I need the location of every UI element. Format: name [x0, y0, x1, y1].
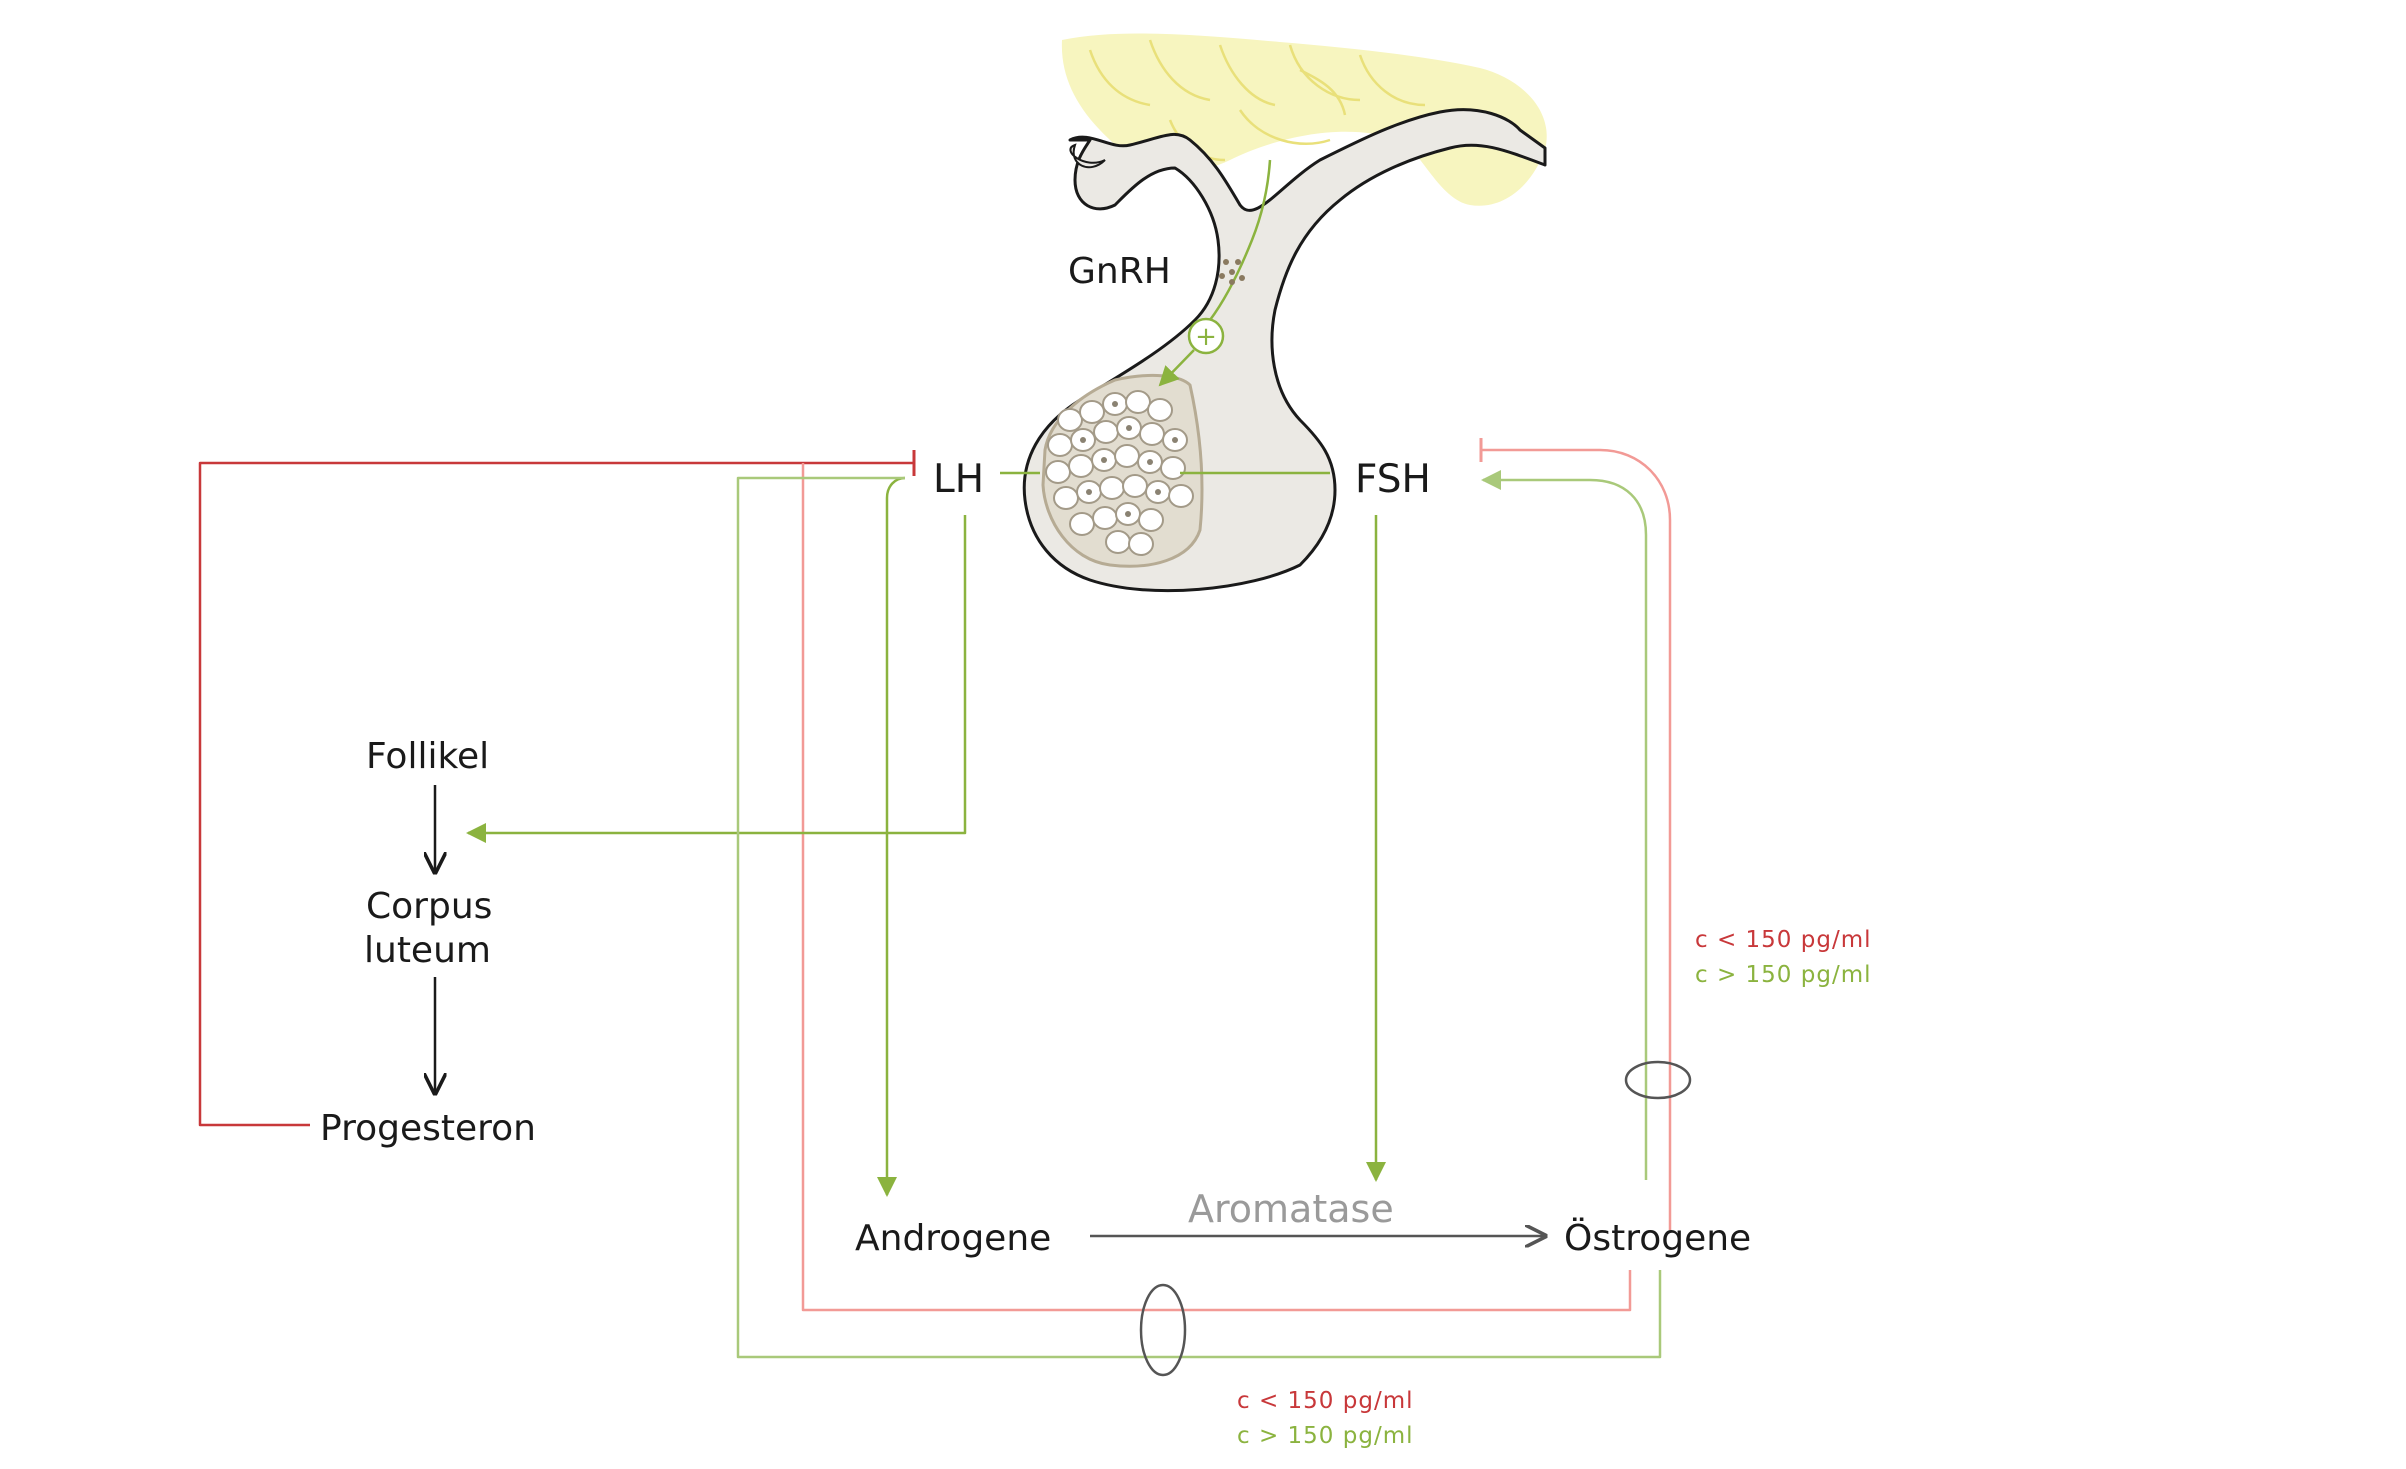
androgene-label: Androgene: [855, 1218, 1051, 1259]
aromatase-label: Aromatase: [1188, 1187, 1394, 1231]
oestrogen-high-to-fsh-arrow: [1481, 470, 1648, 1180]
gnrh-label: GnRH: [1068, 251, 1171, 292]
bottom-feedback-bundle-ring: [1139, 1283, 1187, 1377]
pituitary-curl: [1069, 143, 1106, 169]
pituitary-illustration: +: [1022, 108, 1547, 593]
corpus-label: Corpus: [366, 886, 492, 927]
oestrogen-low-to-fsh-line: [1482, 448, 1672, 1230]
oestrogen-low-to-lh-line: [801, 463, 1632, 1312]
stimulation-paths: [466, 470, 1662, 1359]
lh-to-androgene-arrow: [877, 476, 906, 1197]
oestrogene-label: Östrogene: [1564, 1217, 1751, 1259]
bottom-threshold-low: c < 150 pg/ml: [1237, 1388, 1414, 1414]
hypothalamus-cells: [1088, 39, 1426, 162]
progesteron-inhibits-lh-line: [198, 461, 913, 1127]
diagram-labels: GnRH LH FSH Follikel Corpus luteum Proge…: [320, 251, 1872, 1449]
stimulation-plus-icon: [1187, 317, 1225, 355]
lh-to-corpus-luteum-arrow: [466, 515, 967, 843]
pathway-arrows: [435, 785, 1545, 1236]
oestrogen-high-to-lh-line: [736, 476, 1662, 1359]
right-feedback-bundle-ring: [1624, 1060, 1692, 1100]
gnrh-to-pituitary-arrow: [1158, 349, 1195, 387]
inhibition-paths: [198, 438, 1672, 1312]
progesteron-label: Progesteron: [320, 1108, 536, 1149]
lh-label: LH: [933, 457, 984, 502]
cell-nuclei: [1080, 401, 1178, 517]
fsh-label: FSH: [1355, 457, 1431, 502]
follikel-label: Follikel: [366, 736, 489, 777]
bottom-threshold-high: c > 150 pg/ml: [1237, 1423, 1414, 1449]
luteum-label: luteum: [364, 930, 491, 971]
gnrh-neuron-fibre: [1208, 159, 1272, 321]
right-threshold-high: c > 150 pg/ml: [1695, 962, 1872, 988]
plus-label: +: [1195, 322, 1217, 352]
right-threshold-low: c < 150 pg/ml: [1695, 927, 1872, 953]
gnrh-granules: [1219, 259, 1245, 285]
